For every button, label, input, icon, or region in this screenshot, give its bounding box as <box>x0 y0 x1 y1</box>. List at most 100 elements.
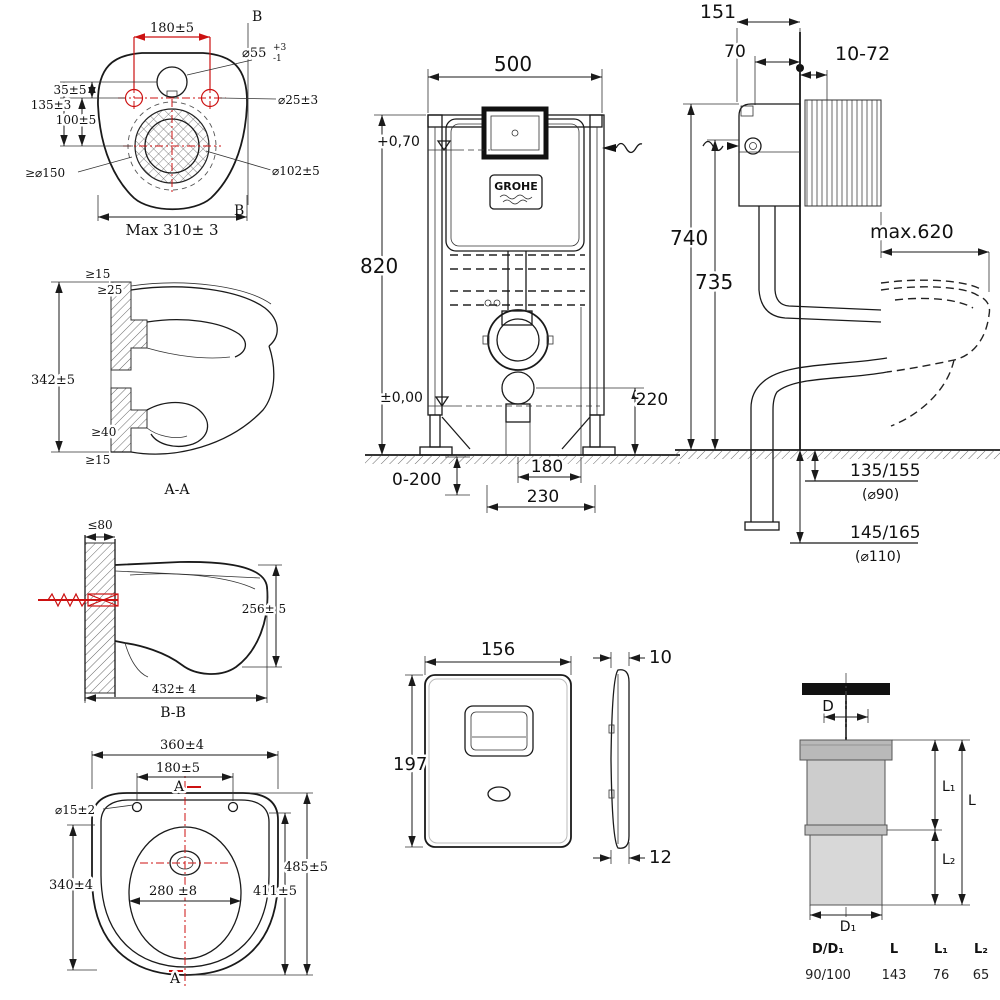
mounting-plate-hatched <box>110 281 148 453</box>
dim-label-70: 70 <box>724 42 746 62</box>
dim-360 <box>91 751 279 789</box>
drain-bend <box>482 309 554 455</box>
grohe-logo: GROHE <box>489 174 543 210</box>
dim-0-200 <box>445 456 470 496</box>
pipe-label-d1: D₁ <box>840 919 856 935</box>
dim-156 <box>424 656 572 675</box>
pipe-label-l2: L₂ <box>942 852 955 868</box>
dim-label-d55-minus: -1 <box>273 54 282 64</box>
pipe-label-l1: L₁ <box>942 779 955 795</box>
dim-label-145-165: 145/165 <box>850 523 921 543</box>
dim-10 <box>593 652 645 668</box>
wc-top-view-diagram: 180±5 B B ⌀55 +3 -1 35±5 135±3 100±5 ⌀25… <box>23 9 323 242</box>
flush-inlet-circle-d55 <box>156 66 188 98</box>
dim-label-12: 12 <box>649 847 672 868</box>
section-line-a <box>140 765 230 987</box>
dim-740 <box>683 103 739 450</box>
fix-hole-left <box>131 801 143 813</box>
pipe-label-l: L <box>968 793 976 809</box>
frame-front-view-diagram: GROHE <box>358 50 680 513</box>
dim-label-340: 340±4 <box>49 878 93 893</box>
dim-label-230: 230 <box>527 487 559 507</box>
floor-line <box>365 454 680 464</box>
wc-side-profile <box>114 561 269 678</box>
spec-header-dd1: D/D₁ <box>811 942 845 957</box>
dim-411 <box>269 812 291 975</box>
dim-label-180: 180±5 <box>150 21 194 36</box>
dim-label-d90: (⌀90) <box>862 487 899 503</box>
dim-label-100: 100±5 <box>56 113 97 127</box>
dim-label-d15: ⌀15±2 <box>55 803 95 817</box>
pipe-spec-table: D/D₁ L L₁ L₂ 90/100 143 76 65 <box>788 942 1000 994</box>
plate-oval-detail <box>487 786 511 802</box>
section-label-a-top: A <box>173 779 185 795</box>
dim-label-820: 820 <box>360 254 398 278</box>
dim-label-735: 735 <box>695 270 733 294</box>
wc-dashed-outline <box>880 279 991 427</box>
flush-pipe-side <box>758 206 882 323</box>
dim-342 <box>51 281 109 453</box>
level-mark-000 <box>428 396 600 408</box>
dim-label-135-155: 135/155 <box>850 461 921 481</box>
plate-front-inner <box>428 678 568 844</box>
inspection-window-inner <box>490 115 540 151</box>
dim-label-432: 432± 4 <box>152 682 197 696</box>
dim-340 <box>67 824 97 971</box>
dim-180-holes <box>136 773 234 801</box>
dim-label-280: 280 ±8 <box>149 884 197 899</box>
dim-label-d55: ⌀55 <box>242 46 266 61</box>
plate-side-profile <box>608 669 630 849</box>
frame-side-view-diagram: 151 70 10-72 740 735 max.620 135/155 (⌀9… <box>668 0 1000 568</box>
spec-value-dd1: 90/100 <box>805 968 851 983</box>
dim-485 <box>187 792 313 976</box>
dim-outlet-110 <box>790 450 918 544</box>
leader-lines <box>77 59 277 173</box>
dim-432 <box>84 589 268 703</box>
inspection-window <box>481 106 549 160</box>
dim-label-d102: ⌀102±5 <box>272 164 320 178</box>
water-supply-wave <box>602 142 643 154</box>
dim-label-le80: ≤80 <box>87 518 112 532</box>
pan-footprint-outer <box>91 792 279 976</box>
dim-220 <box>536 387 644 455</box>
pipe-spec-value-row: 90/100 143 76 65 <box>788 968 1000 983</box>
pan-footprint-inner <box>100 799 270 968</box>
dim-12 <box>593 842 645 864</box>
extension-pipe-diagram: D L₁ L L₂ D₁ <box>799 673 979 938</box>
dim-label-d110: (⌀110) <box>855 549 901 565</box>
wc-bottom-view-diagram: 360±4 180±5 A ⌀15±2 485±5 411±5 340±4 28… <box>47 736 331 990</box>
screw-dot-1 <box>484 299 492 307</box>
pipe-label-d: D <box>822 697 834 715</box>
dim-label-ge25: ≥25 <box>97 283 122 297</box>
spec-value-l1: 76 <box>932 968 950 983</box>
dim-d1 <box>809 905 883 920</box>
dim-max310 <box>97 195 248 221</box>
pan-outline <box>97 52 248 211</box>
drain-centerlines <box>123 99 221 193</box>
dim-label-156: 156 <box>481 639 515 660</box>
dim-label-135: 135±3 <box>31 98 72 112</box>
dim-label-197: 197 <box>393 754 427 775</box>
level-label-070: +0,70 <box>377 134 420 150</box>
wall-hatched <box>84 535 116 701</box>
level-label-000: ±0,00 <box>380 390 423 406</box>
spec-value-l2: 65 <box>972 968 990 983</box>
pipe-spec-header-row: D/D₁ L L₁ L₂ <box>788 942 1000 957</box>
spec-header-l: L <box>889 942 899 957</box>
dim-max620 <box>880 212 990 292</box>
flush-button <box>464 705 534 757</box>
dim-label-500: 500 <box>494 52 532 76</box>
dim-label-35: 35±5 <box>54 83 87 97</box>
dim-label-ge15-bottom: ≥15 <box>85 453 110 467</box>
dim-label-342: 342±5 <box>31 373 75 388</box>
dim-label-740: 740 <box>670 226 708 250</box>
dim-label-220: 220 <box>636 390 668 410</box>
finished-wall-hatched <box>804 99 882 207</box>
frame-feet <box>419 414 616 456</box>
dim-label-360: 360±4 <box>160 738 204 753</box>
dim-label-d55-plus: +3 <box>273 43 287 53</box>
dim-label-256: 256± 5 <box>242 602 286 616</box>
spec-value-l: 143 <box>881 968 907 983</box>
fix-hole-right <box>227 801 239 813</box>
